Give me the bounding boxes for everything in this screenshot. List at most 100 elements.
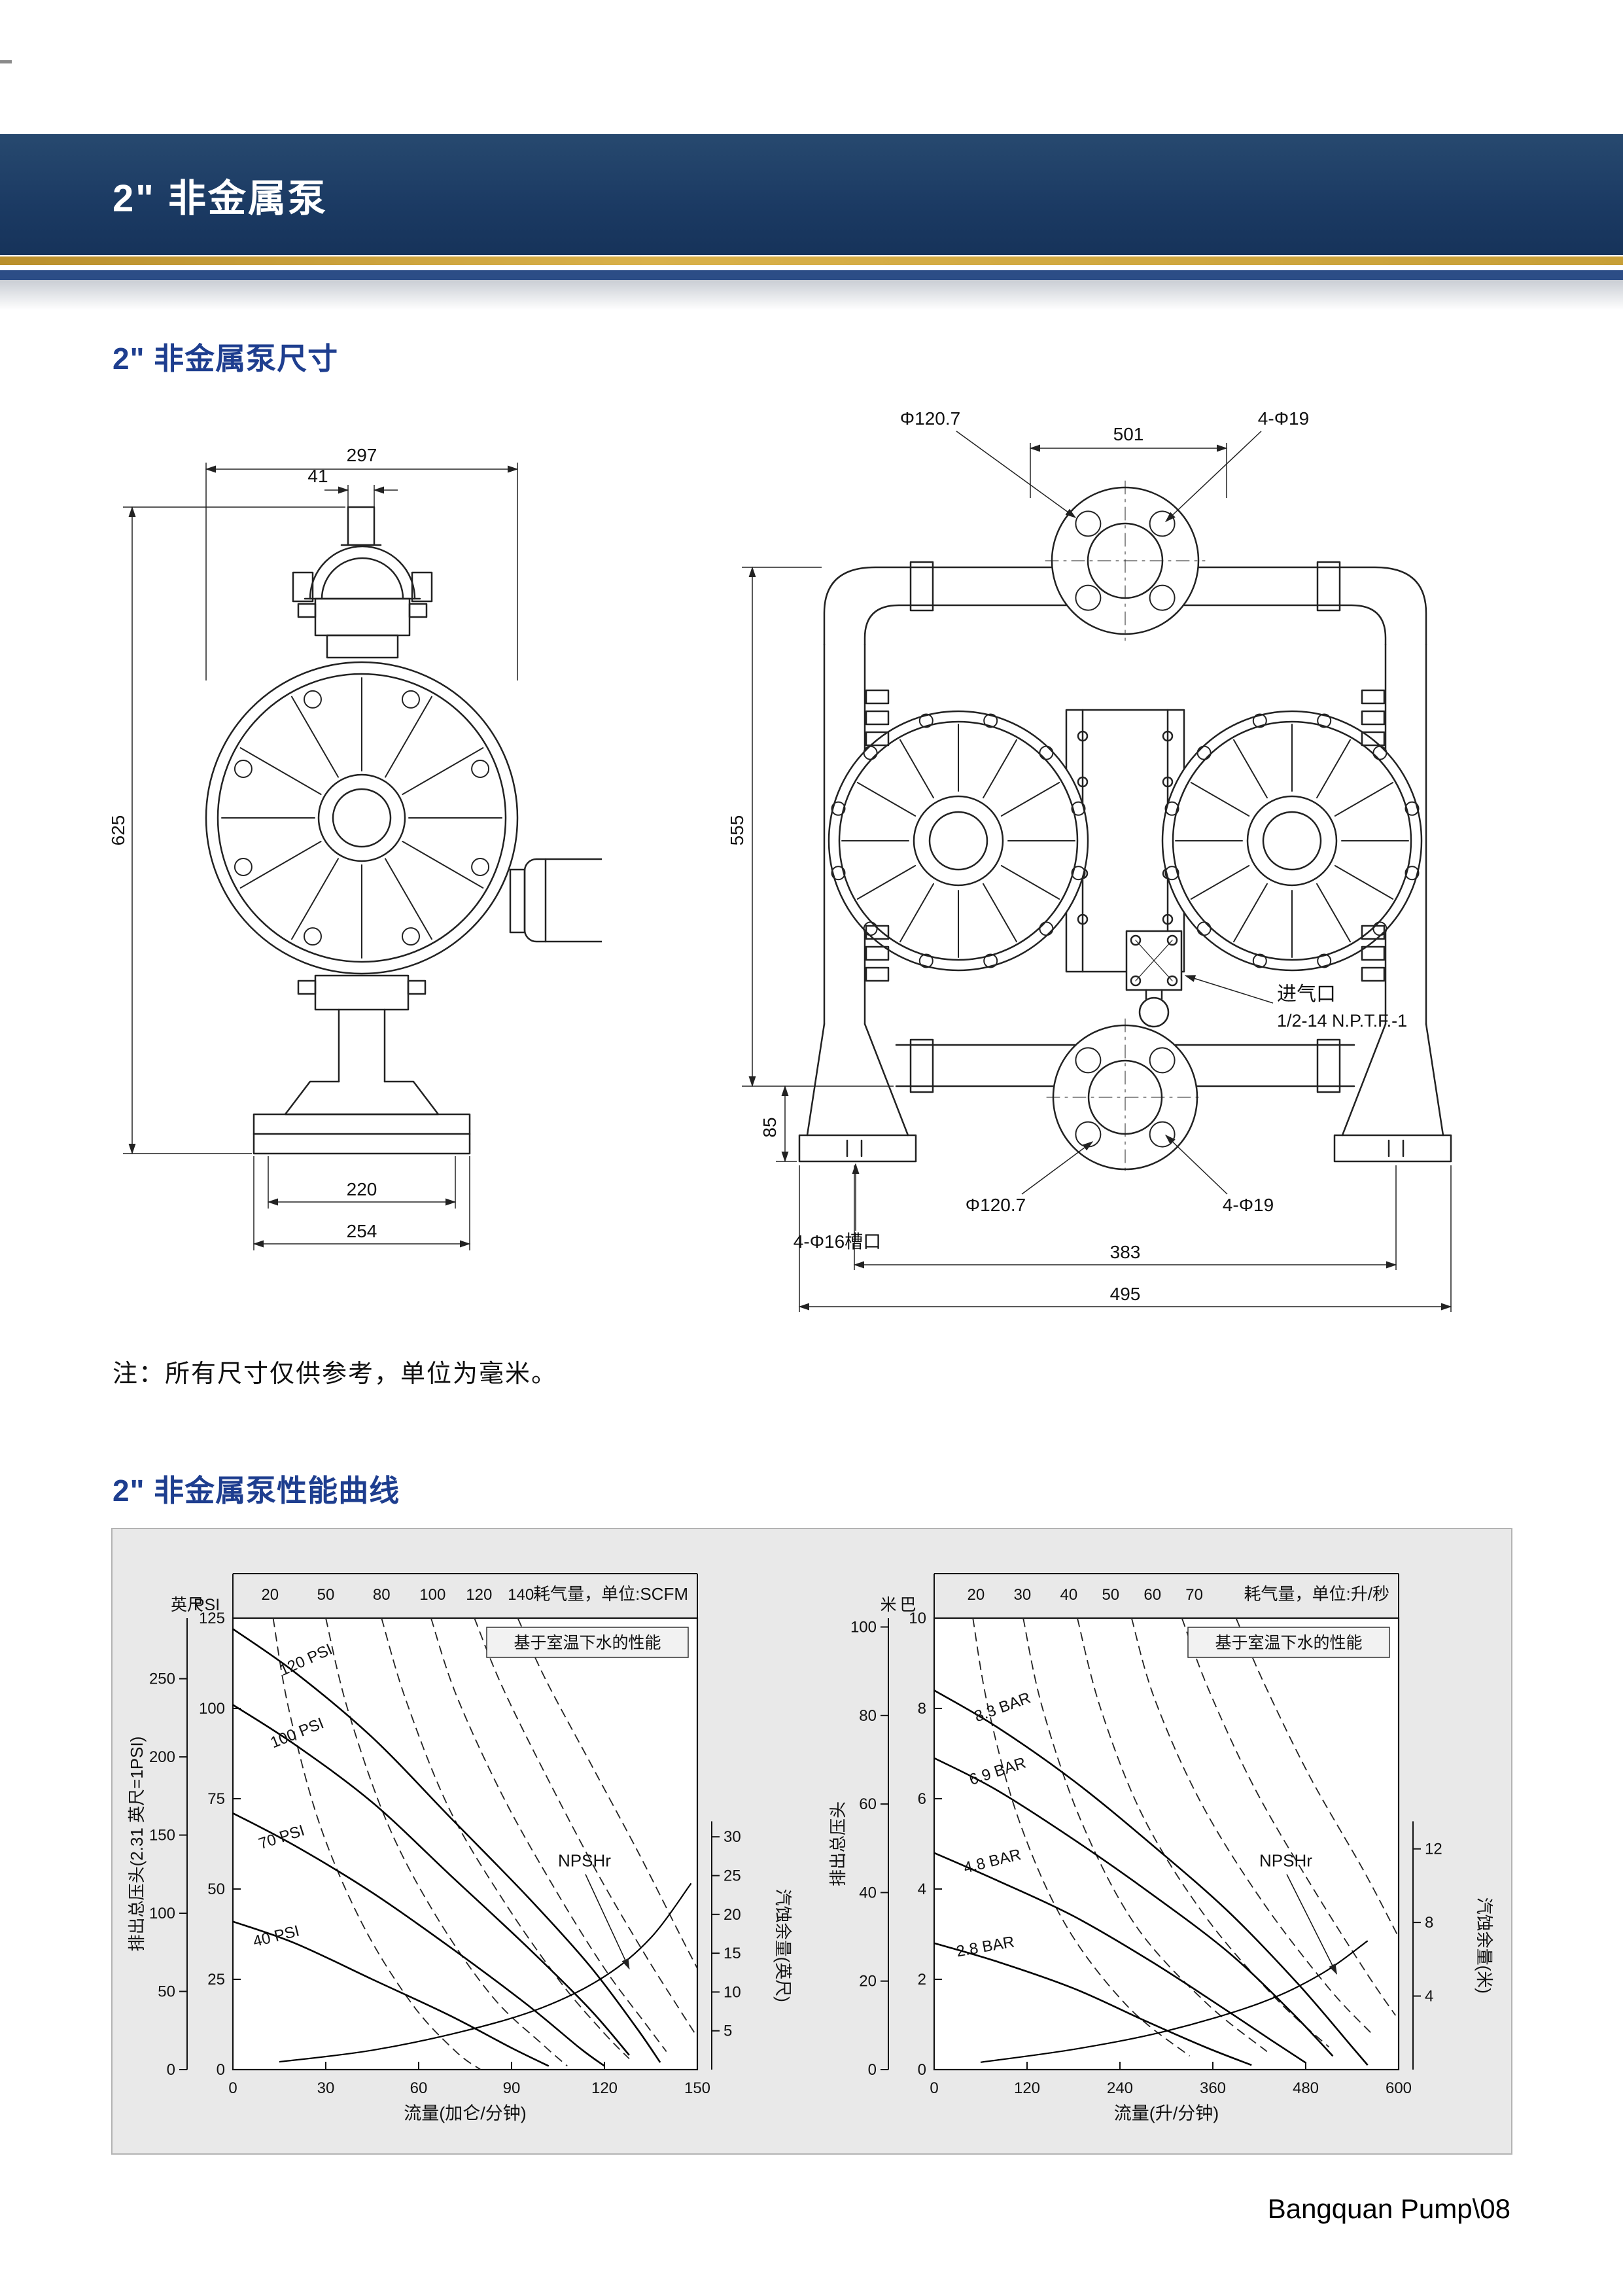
svg-text:25: 25 [207,1971,225,1988]
svg-text:汽蚀余量(英尺): 汽蚀余量(英尺) [773,1889,793,2002]
svg-text:耗气量，单位:SCFM: 耗气量，单位:SCFM [533,1584,688,1604]
svg-text:70: 70 [1185,1586,1203,1604]
svg-text:基于室温下水的性能: 基于室温下水的性能 [514,1634,661,1652]
svg-text:2: 2 [918,1971,926,1988]
svg-text:90: 90 [503,2079,521,2097]
dim-top-holes: 4-Φ19 [1258,408,1309,429]
svg-text:汽蚀余量(米): 汽蚀余量(米) [1475,1898,1494,1994]
svg-text:200: 200 [149,1748,175,1766]
svg-text:75: 75 [207,1790,225,1808]
dim-overall-width: 297 [347,445,377,465]
svg-text:25: 25 [724,1867,741,1885]
blue-stripe [0,270,1623,280]
svg-text:50: 50 [158,1983,175,2001]
svg-text:20: 20 [261,1586,279,1604]
svg-text:15: 15 [724,1945,741,1962]
svg-text:NPSHr: NPSHr [1259,1851,1312,1871]
svg-text:排出总压头(2.31 英尺=1PSI): 排出总压头(2.31 英尺=1PSI) [127,1737,147,1952]
svg-text:40: 40 [1060,1586,1078,1604]
svg-text:流量(升/分钟): 流量(升/分钟) [1114,2104,1219,2123]
section-title-dimensions: 2" 非金属泵尺寸 [113,342,339,376]
label-inlet-spec: 1/2-14 N.P.T.F.-1 [1277,1011,1407,1031]
svg-text:150: 150 [684,2079,710,2097]
svg-text:80: 80 [373,1586,391,1604]
dim-span-inner: 383 [1110,1242,1141,1262]
svg-text:巴: 巴 [899,1596,916,1614]
dim-base-outer: 254 [347,1221,377,1241]
svg-text:0: 0 [217,2061,225,2079]
side-pump-outline [798,480,1452,1176]
svg-text:20: 20 [859,1973,877,1990]
svg-text:600: 600 [1386,2079,1412,2097]
dim-slots: 4-Φ16槽口 [794,1231,881,1252]
svg-text:240: 240 [1107,2079,1133,2097]
svg-text:英尺: 英尺 [171,1596,203,1614]
svg-text:NPSHr: NPSHr [558,1851,611,1871]
svg-text:250: 250 [149,1670,175,1688]
svg-text:0: 0 [228,2079,237,2097]
svg-text:排出总压头: 排出总压头 [828,1801,848,1886]
svg-text:流量(加仑/分钟): 流量(加仑/分钟) [404,2104,526,2123]
svg-text:米: 米 [880,1596,896,1614]
svg-text:80: 80 [859,1707,877,1725]
svg-text:10: 10 [909,1610,926,1627]
side-dimension-lines [742,431,1452,1312]
dim-top-offset: 41 [307,466,328,486]
dim-overall-height: 625 [108,815,128,846]
dim-bottom-flange: Φ120.7 [966,1195,1026,1215]
dimension-note: 注：所有尺寸仅供参考，单位为毫米。 [113,1360,558,1388]
svg-text:6: 6 [918,1790,926,1808]
svg-text:360: 360 [1200,2079,1226,2097]
svg-text:100: 100 [850,1619,877,1636]
dim-base-inner: 220 [347,1179,377,1199]
svg-text:100: 100 [149,1905,175,1922]
svg-text:40: 40 [859,1884,877,1901]
dim-top-width: 501 [1113,424,1144,444]
svg-text:140: 140 [508,1586,534,1604]
svg-text:8: 8 [1425,1914,1433,1932]
svg-text:100: 100 [419,1586,445,1604]
side-dimension-labels: Φ120.7 501 4-Φ19 555 85 进气口 1/2-14 N.P.T… [727,408,1407,1304]
svg-text:120: 120 [466,1586,492,1604]
svg-text:60: 60 [410,2079,428,2097]
fade-stripe [0,280,1623,310]
svg-text:12: 12 [1425,1841,1442,1858]
page-title: 2" 非金属泵 [113,177,328,220]
section-title-curves: 2" 非金属泵性能曲线 [113,1474,400,1508]
svg-text:30: 30 [1014,1586,1032,1604]
front-pump-outline [205,506,602,1155]
dim-top-flange: Φ120.7 [900,408,960,429]
svg-text:150: 150 [149,1827,175,1845]
svg-text:20: 20 [968,1586,985,1604]
svg-text:4: 4 [1425,1988,1433,2005]
dim-bottom-holes: 4-Φ19 [1223,1195,1274,1215]
front-dimension-lines [123,463,519,1250]
front-dimension-labels: 297 41 625 220 254 [108,445,377,1241]
svg-text:10: 10 [724,1983,741,2001]
svg-text:60: 60 [859,1795,877,1813]
svg-text:50: 50 [1102,1586,1119,1604]
svg-text:0: 0 [868,2061,877,2079]
svg-text:0: 0 [918,2061,926,2079]
svg-text:耗气量，单位:升/秒: 耗气量，单位:升/秒 [1244,1584,1389,1604]
svg-text:100: 100 [199,1700,225,1718]
svg-text:0: 0 [930,2079,938,2097]
svg-text:20: 20 [724,1906,741,1924]
svg-text:PSI: PSI [194,1596,220,1614]
svg-text:30: 30 [317,2079,335,2097]
label-inlet-title: 进气口 [1277,983,1336,1005]
page-header: 2" 非金属泵 [0,134,1623,255]
svg-text:8: 8 [918,1700,926,1718]
page-footer: Bangquan Pump\08 [1267,2193,1510,2224]
svg-text:125: 125 [199,1610,225,1627]
svg-text:60: 60 [1143,1586,1161,1604]
svg-text:480: 480 [1293,2079,1319,2097]
svg-text:4: 4 [918,1881,926,1898]
svg-text:50: 50 [317,1586,335,1604]
svg-text:30: 30 [724,1828,741,1846]
svg-text:120: 120 [1014,2079,1040,2097]
svg-text:5: 5 [724,2022,732,2040]
